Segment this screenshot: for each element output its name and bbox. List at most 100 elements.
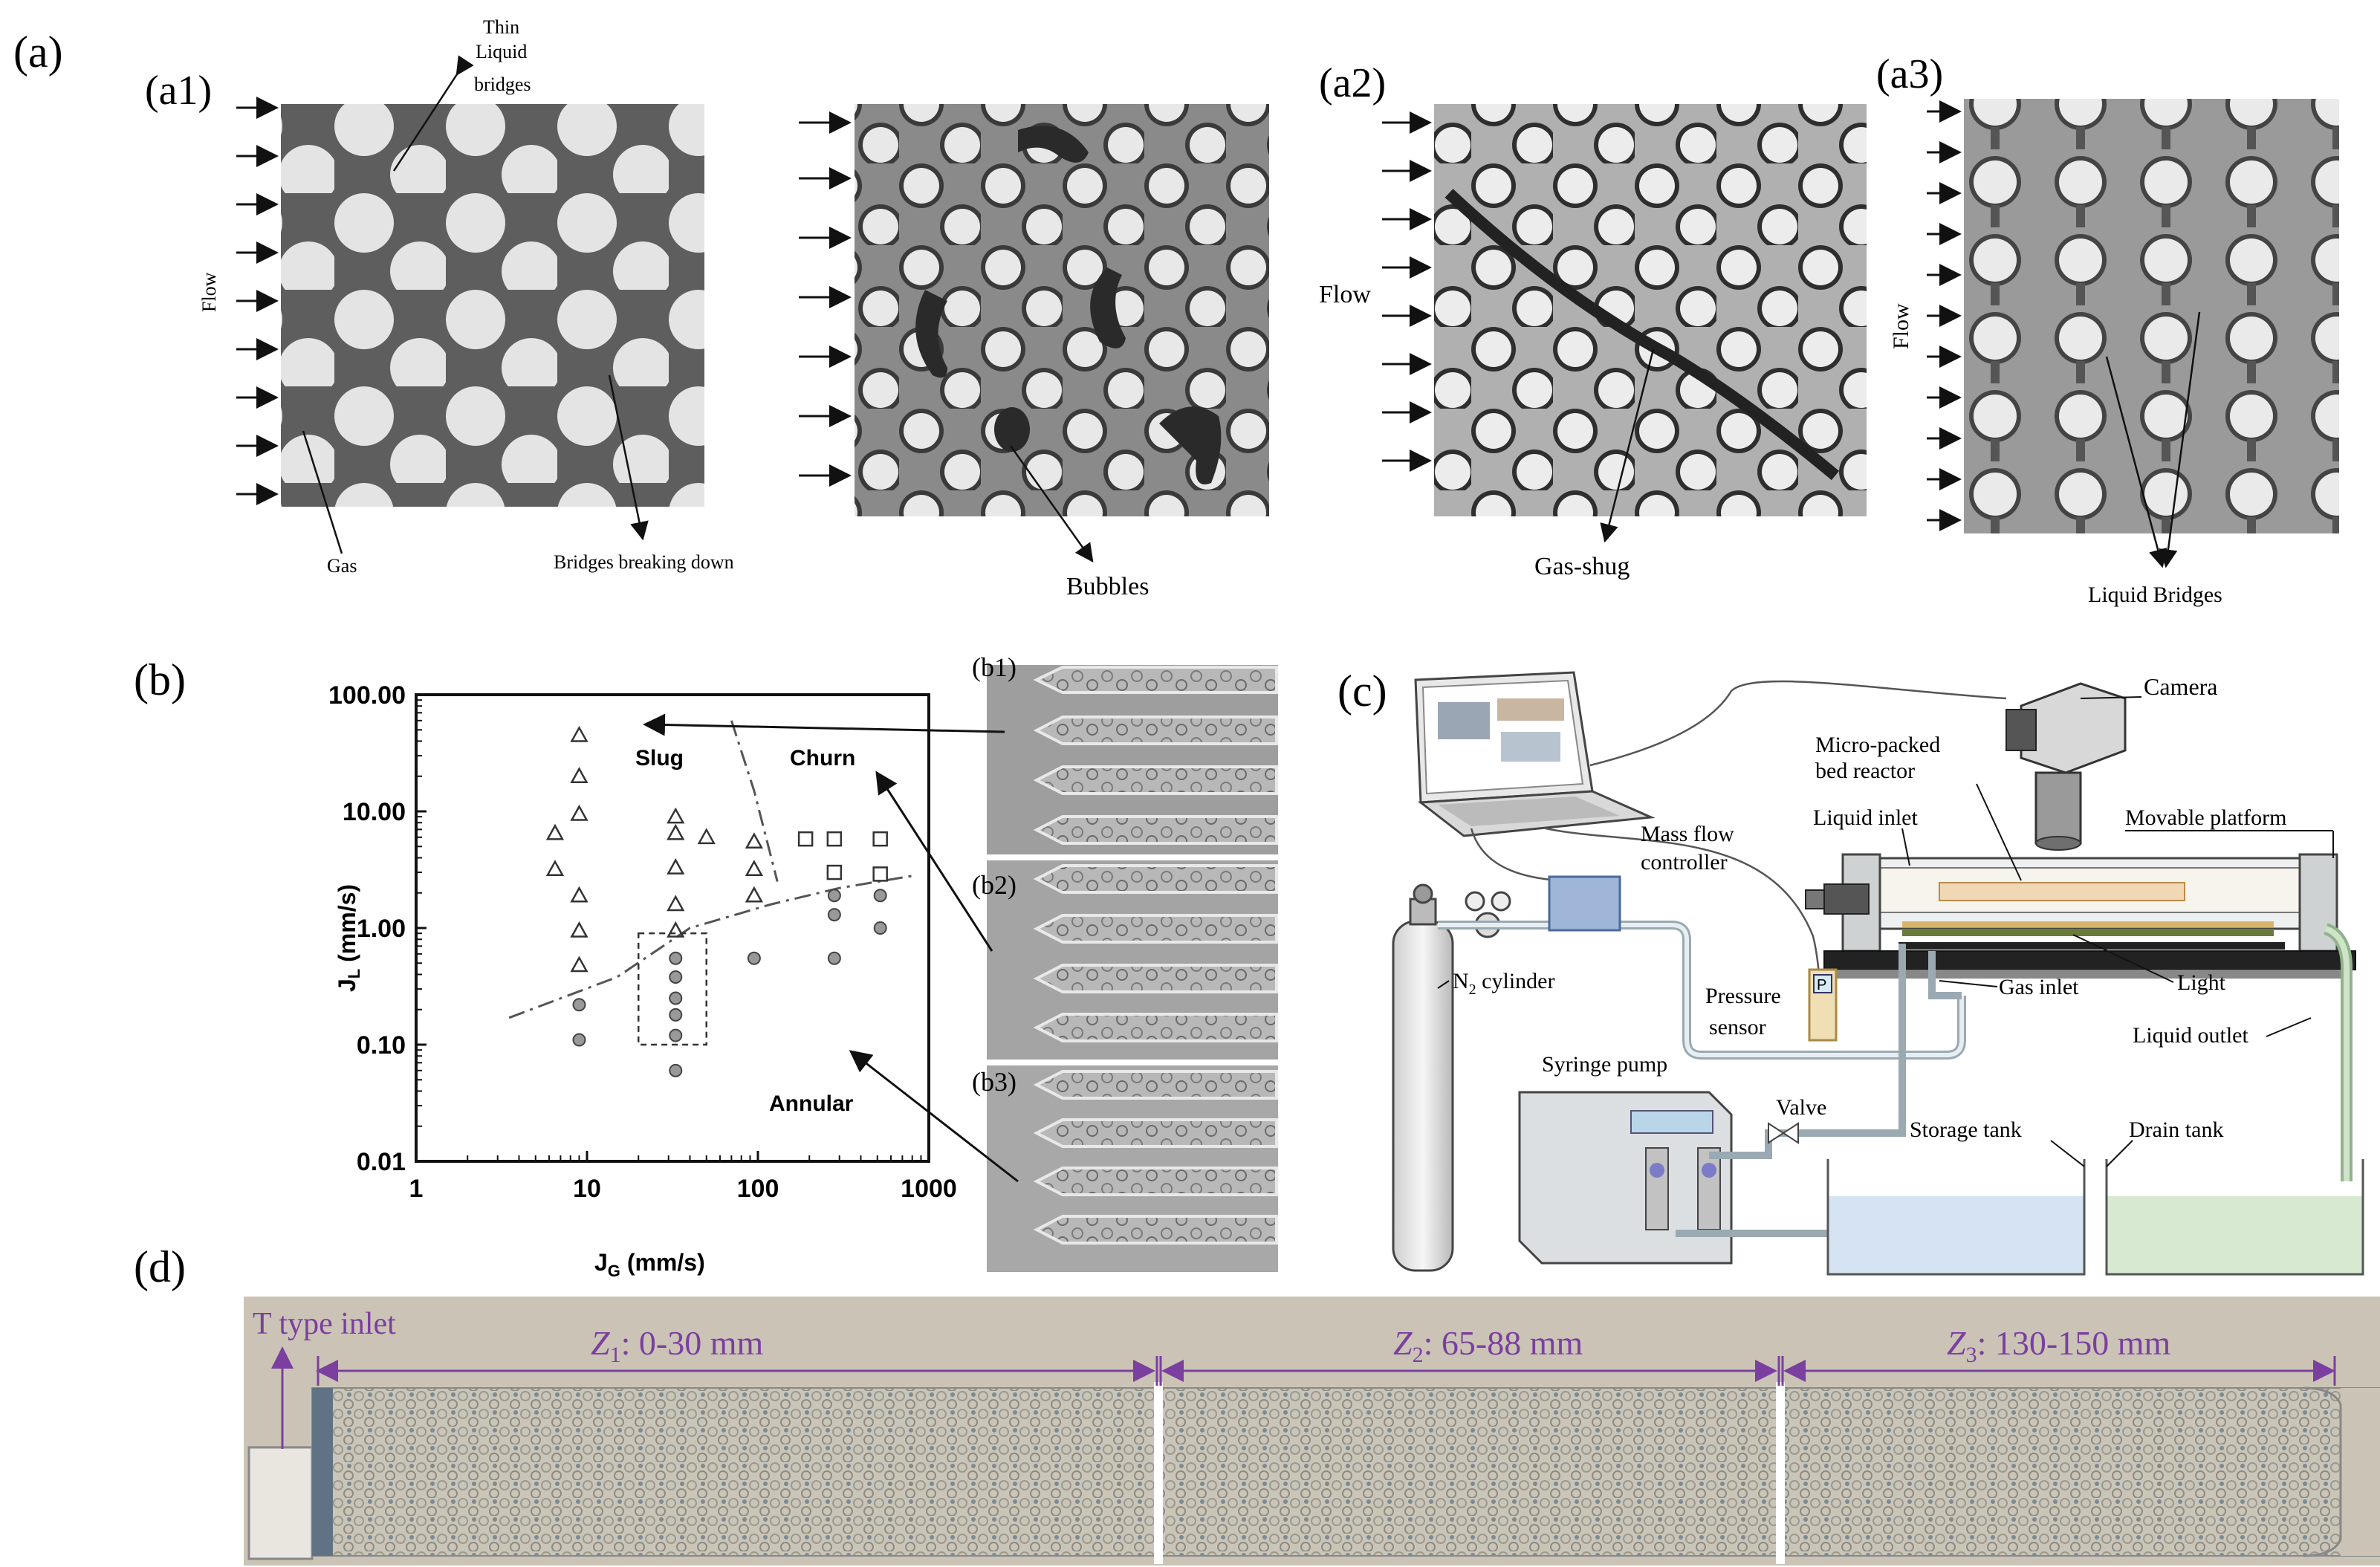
y-tick-label: 0.10 [357, 1031, 406, 1060]
panel-label-b2: (b2) [972, 870, 1016, 900]
data-point-square [872, 866, 888, 882]
data-point-triangle [570, 921, 588, 938]
data-point-triangle [545, 860, 565, 876]
data-point-circle [873, 889, 887, 903]
bed-outlet-end [2303, 1386, 2342, 1557]
b1-to-slug-arrow [643, 713, 1005, 736]
a3-flow-arrows [1927, 100, 1962, 531]
data-point-square [826, 831, 843, 847]
a1-bridges-breaking-label: Bridges breaking down [554, 551, 734, 573]
b2-to-churn-arrow [875, 770, 993, 952]
data-point-circle [827, 908, 841, 922]
data-point-circle [669, 1063, 683, 1077]
data-point-circle [747, 951, 761, 965]
movable-platform-label: Movable platform [2125, 805, 2286, 830]
data-point-triangle [570, 956, 588, 973]
gas-inlet-line [1928, 951, 1962, 999]
zone-1-label: Z1: 0-30 mm [591, 1324, 763, 1367]
mass-flow-controller-icon [1548, 875, 1621, 932]
laptop-icon [1414, 671, 1656, 837]
light-leader [2072, 934, 2174, 983]
data-point-triangle [570, 804, 588, 821]
a2-gas-shug-pointer [1600, 348, 1655, 543]
a1-thin-bridges-label-line2: Liquid [476, 41, 527, 62]
data-point-triangle [667, 895, 685, 912]
data-point-triangle [570, 886, 588, 903]
camera-icon [2006, 682, 2127, 851]
x-axis-title: JG (mm/s) [594, 1249, 705, 1280]
light-label: Light [2177, 970, 2226, 995]
data-point-triangle [570, 767, 588, 783]
bubbles-pointer [1009, 445, 1094, 563]
reactor-leader [1976, 783, 2022, 881]
bubble-shapes [915, 126, 1222, 484]
storage-tank-icon [1826, 1159, 2086, 1276]
a1-micrograph [281, 104, 704, 507]
pressure-p-label: P [1817, 977, 1826, 993]
data-point-square [872, 831, 888, 847]
data-point-triangle [745, 832, 764, 849]
data-point-circle [669, 951, 683, 965]
a1-gas-label: Gas [327, 555, 357, 577]
data-point-circle [669, 1028, 683, 1042]
syringe-pump-icon [1518, 1091, 1733, 1265]
laptop-camera-cable [1589, 680, 2007, 767]
n2-cylinder-icon [1392, 883, 1454, 1272]
x-tick-label: 10 [573, 1175, 601, 1203]
a3-bridges-pointer-left [2105, 356, 2167, 568]
gas-inlet-leader [1939, 980, 1998, 987]
panel-label-b1: (b1) [972, 652, 1016, 682]
segment-divider-1 [1154, 1382, 1163, 1564]
a1-flow-arrows [236, 97, 279, 505]
panel-label-a3: (a3) [1876, 51, 1943, 97]
a1-bridges-pointer [608, 374, 649, 541]
zone-3-label: Z3: 130-150 mm [1947, 1324, 2170, 1367]
region-annular-label: Annular [769, 1091, 854, 1116]
data-point-triangle [745, 886, 764, 903]
y-tick-label: 0.01 [357, 1148, 406, 1176]
panel-label-d: (d) [134, 1242, 186, 1291]
data-point-circle [572, 998, 586, 1012]
packed-bed [311, 1387, 2380, 1557]
data-point-circle [669, 970, 683, 984]
a3-bridges-pointer-right [2159, 311, 2201, 568]
liquid-inlet-leader [1901, 828, 1910, 866]
valve-label: Valve [1776, 1095, 1826, 1120]
b-channel-images [987, 665, 1278, 1272]
a1-thin-bridges-label-line3: bridges [474, 74, 531, 95]
t-inlet-label: T type inlet [253, 1307, 396, 1341]
data-point-triangle [667, 921, 685, 938]
data-point-circle [827, 889, 841, 903]
drain-tank-label: Drain tank [2129, 1117, 2223, 1142]
t-inlet-junction [247, 1446, 314, 1560]
data-point-triangle [745, 860, 764, 876]
liquid-inlet-label: Liquid inlet [1813, 805, 1918, 830]
laptop-mfc-cable [1470, 828, 1561, 882]
y-tick-label: 100.00 [328, 681, 406, 710]
y-tick-label: 10.00 [343, 798, 406, 826]
n2-cylinder-label: N2 cylinder [1453, 969, 1554, 998]
camera-leader [2080, 696, 2142, 699]
segment-divider-2 [1776, 1382, 1785, 1564]
y-axis-title: JL (mm/s) [334, 884, 363, 992]
gas-inlet-label: Gas inlet [1999, 975, 2079, 999]
data-point-circle [669, 991, 683, 1005]
panel-label-a2: (a2) [1319, 60, 1386, 106]
pressure-regulator-icon [1465, 891, 1511, 938]
a2-flow-label: Flow [1319, 281, 1371, 308]
a2-gas-slug [1444, 189, 1840, 481]
storage-tank-label: Storage tank [1910, 1117, 2022, 1142]
panel-label-c: (c) [1337, 666, 1387, 716]
panel-label-a1: (a1) [145, 68, 212, 114]
bed-inlet-edge [312, 1388, 333, 1556]
zone-dimension-lines [316, 1356, 2336, 1386]
pressure-sensor-label-line1: Pressure [1705, 984, 1781, 1008]
mfc-label-line1: Mass flow [1641, 822, 1734, 846]
panel-label-b3: (b3) [972, 1067, 1016, 1097]
a1-thin-bridges-label-line1: Thin [483, 16, 519, 38]
n2-cylinder-leader [1437, 980, 1450, 989]
data-point-square [797, 831, 814, 847]
reactor-label-line2: bed reactor [1815, 759, 1915, 783]
